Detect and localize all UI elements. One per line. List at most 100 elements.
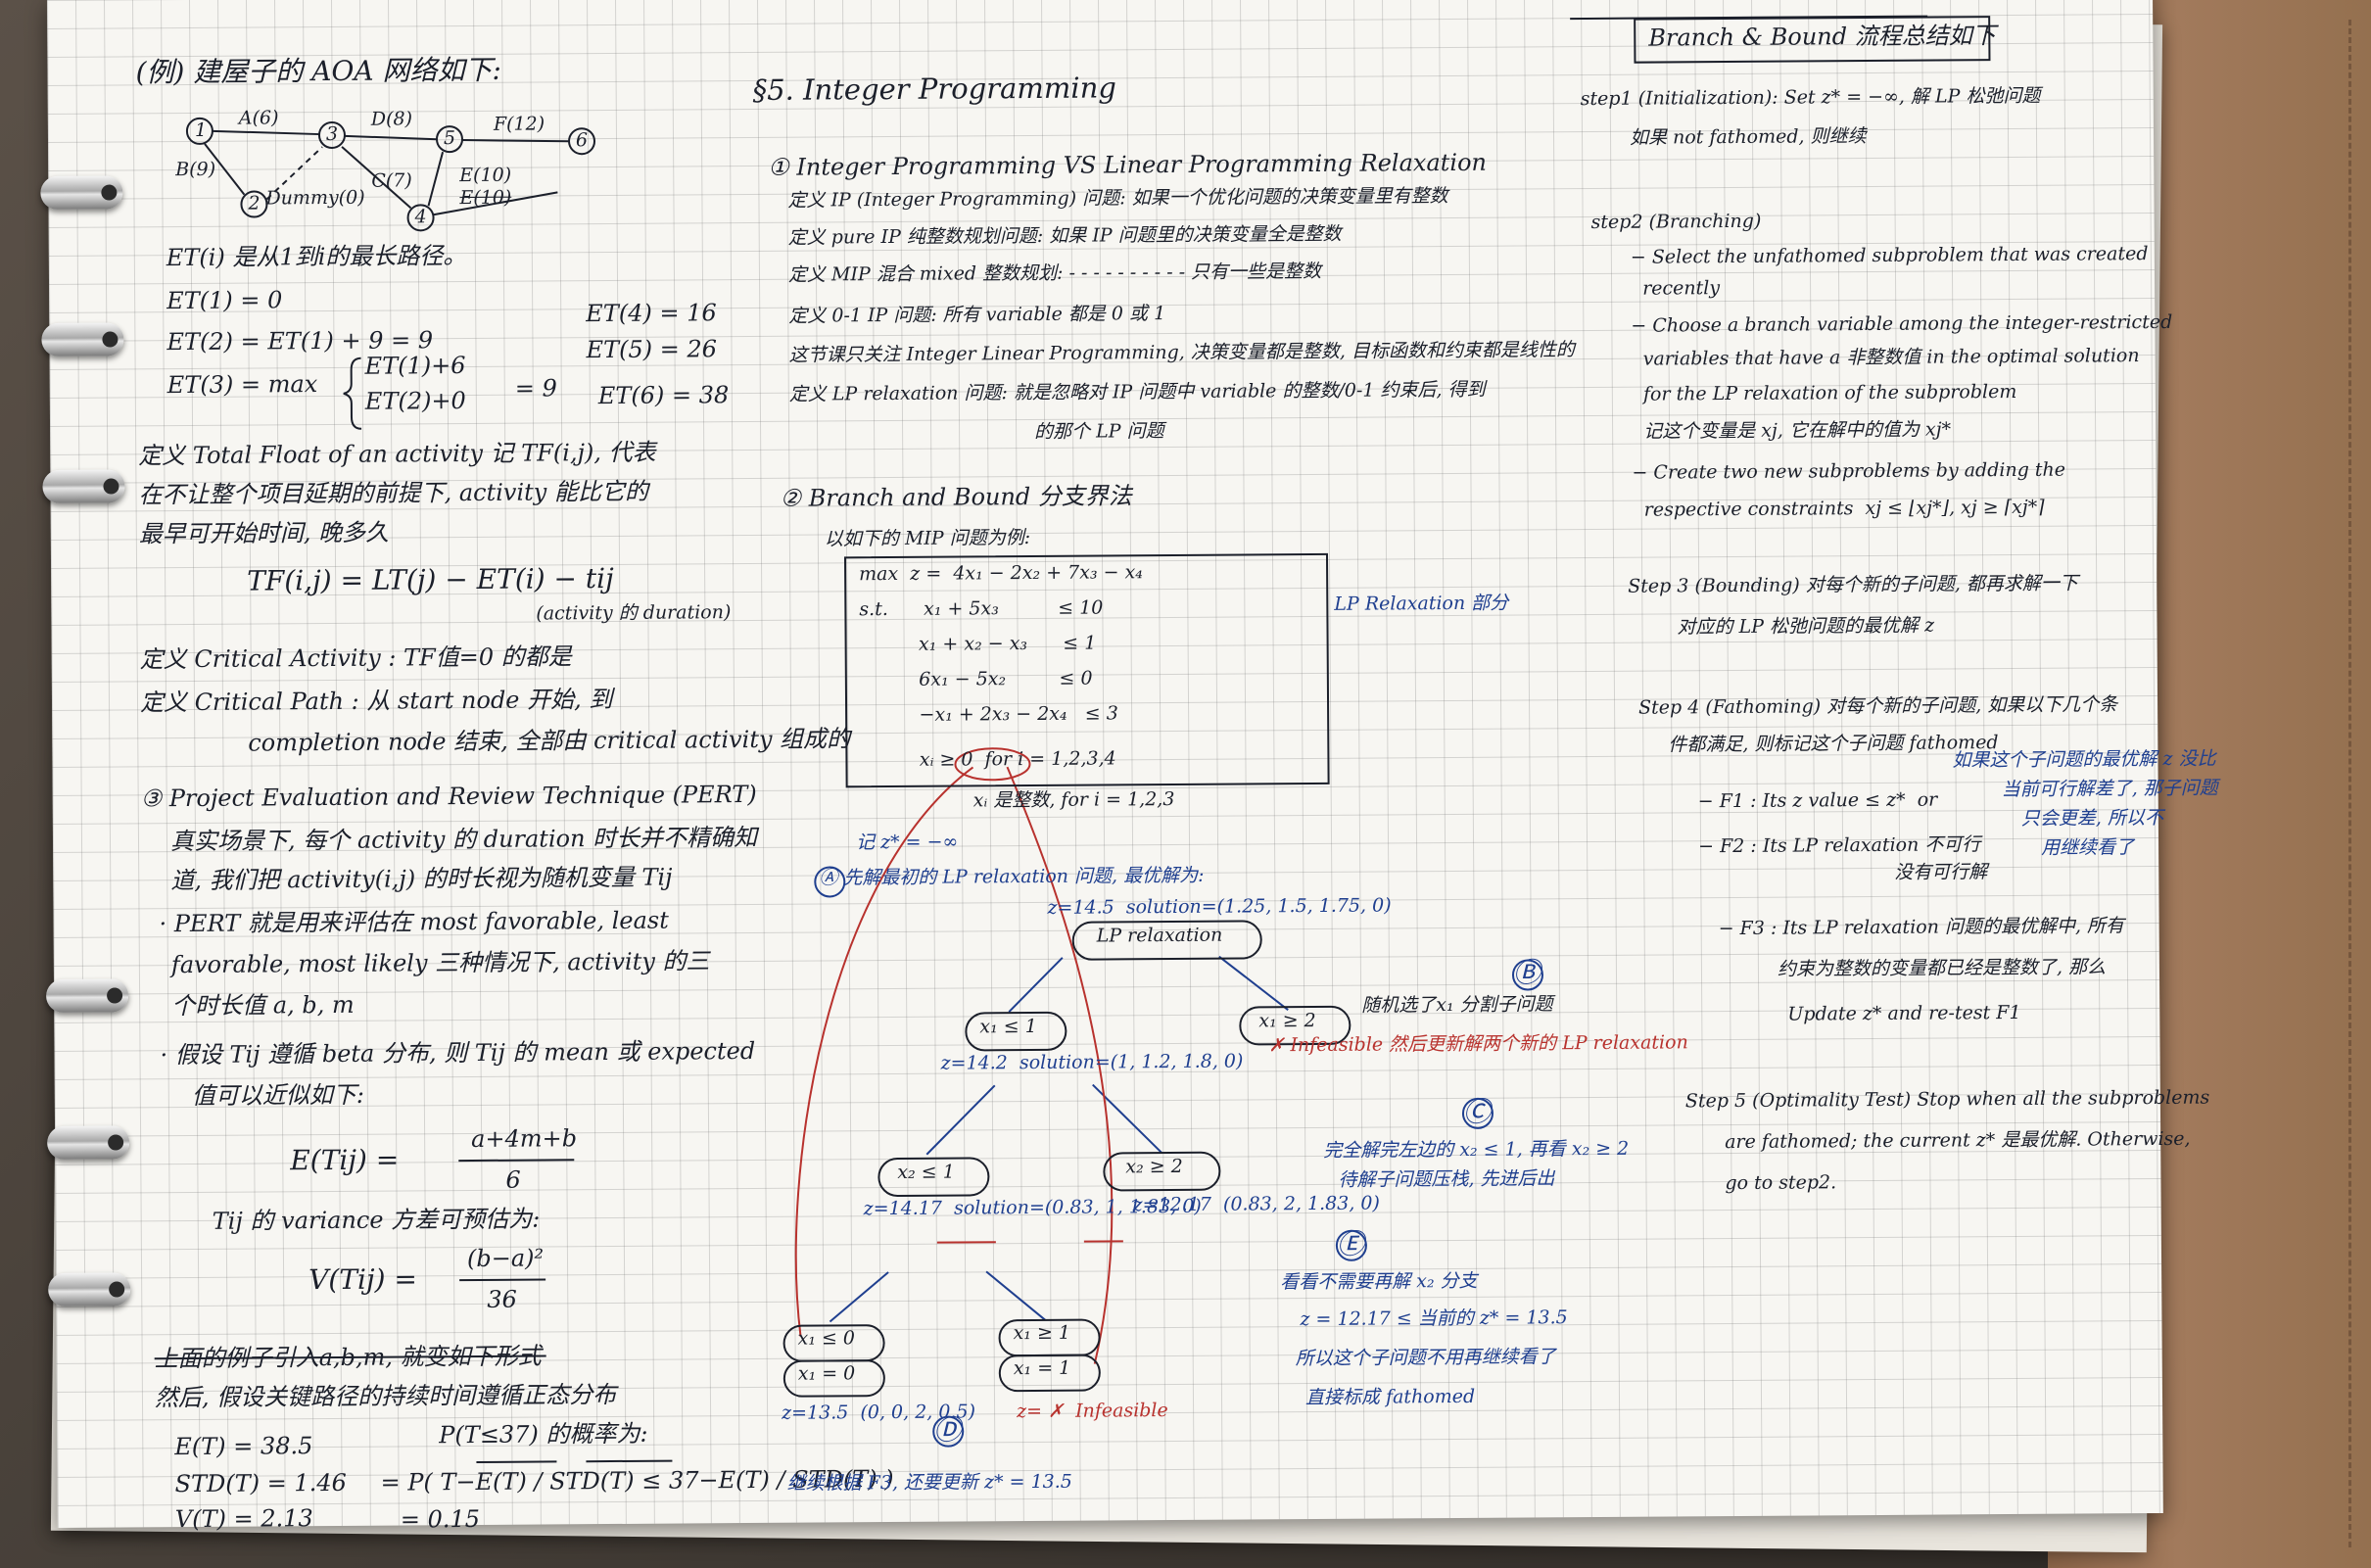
et-6: ET(6) = 38 — [597, 381, 730, 410]
node-6: 6 — [575, 129, 589, 152]
aoa-title: (例) 建屋子的 AOA 网络如下: — [135, 53, 502, 89]
fathom-f3-b: 约束为整数的变量都已经是整数了, 那么 — [1777, 956, 2107, 980]
node-x1-eq-0-label: x₁ = 0 — [797, 1362, 856, 1385]
pert-line-4: favorable, most likely 三种情况下, activity 的… — [170, 947, 710, 979]
fathom-f1-note-2: 当前可行解差了, 那子问题 — [2001, 777, 2218, 801]
binder-ring — [40, 175, 123, 211]
pert-line-7: 值可以近似如下: — [191, 1080, 365, 1110]
integer-constraint: xᵢ 是整数, for i = 1,2,3 — [972, 787, 1175, 812]
marker-b: Ⓑ — [1512, 956, 1541, 989]
note-c-1: 完全解完左边的 x₂ ≤ 1, 再看 x₂ ≥ 2 — [1323, 1137, 1630, 1162]
note-e-3: 所以这个子问题不用再继续看了 — [1295, 1346, 1556, 1370]
pert-line-2: 道, 我们把 activity(i,j) 的时长视为随机变量 Tij — [170, 863, 673, 895]
node-1: 1 — [194, 119, 208, 141]
marker-e: Ⓔ — [1336, 1227, 1365, 1260]
node-x1-le-0-label: x₁ ≤ 0 — [797, 1327, 856, 1350]
et-3-label: ET(3) = max — [166, 370, 318, 400]
pert-line-6: · 假设 Tij 遵循 beta 分布, 则 Tij 的 mean 或 expe… — [160, 1036, 756, 1069]
step4-line-b: 件都满足, 则标记这个子问题 fathomed — [1668, 732, 1999, 756]
binder-ring — [48, 1272, 131, 1307]
note-d: 继续根据 F3, 还要更新 z* = 13.5 — [786, 1470, 1072, 1495]
fathom-f2-note-2: 用继续看了 — [2041, 836, 2135, 859]
step1-line-2: 如果 not fathomed, 则继续 — [1629, 125, 1867, 149]
node-root-label: LP relaxation — [1096, 924, 1223, 947]
tf-line-1: 定义 Total Float of an activity 记 TF(i,j),… — [138, 438, 656, 470]
grid-paper-page: (例) 建屋子的 AOA 网络如下: 1 2 3 4 5 6 A(6) B(9)… — [40, 0, 2218, 1534]
node-x1-ge-label: x₁ ≥ 2 — [1258, 1009, 1316, 1032]
step2-heading: step2 (Branching) — [1590, 210, 1762, 233]
ip-vs-lp-heading: ① Integer Programming VS Linear Programm… — [768, 148, 1488, 181]
node-5: 5 — [443, 127, 456, 150]
step2-line-c: − Choose a branch variable among the int… — [1631, 310, 2173, 337]
variance-formula-numerator: (b−a)² — [466, 1244, 545, 1273]
mean-formula-numerator: a+4m+b — [471, 1124, 578, 1154]
node-2: 2 — [248, 192, 261, 214]
edge-f: F(12) — [493, 113, 545, 135]
note-e-1: 看看不需要再解 x₂ 分支 — [1280, 1269, 1478, 1294]
fathom-f1-note-1: 如果这个子问题的最优解 z 没比 — [1952, 747, 2216, 772]
step5-line-b: are fathomed; the current z* 是最优解. Other… — [1725, 1127, 2191, 1154]
tf-line-2: 在不让整个项目延期的前提下, activity 能比它的 — [138, 477, 649, 509]
variance-formula-denominator: 36 — [487, 1285, 517, 1313]
et-definition: ET(i) 是从1到i的最长路径。 — [166, 242, 467, 272]
binder-stitching — [2348, 20, 2351, 1547]
binder-ring — [45, 978, 129, 1014]
expected-total: E(T) = 38.5 — [174, 1432, 313, 1461]
critical-activity-def: 定义 Critical Activity : TF值=0 的都是 — [139, 642, 572, 674]
fathom-f3-a: − F3 : Its LP relaxation 问题的最优解中, 所有 — [1718, 915, 2125, 940]
mean-formula-denominator: 6 — [505, 1165, 521, 1194]
step2-line-g: − Create two new subproblems by adding t… — [1632, 458, 2066, 484]
step5-line-c: go to step2. — [1725, 1171, 1837, 1195]
struck-line: 上面的例子引入a,b,m, 就变如下形式 — [154, 1342, 542, 1373]
step4-line-a: Step 4 (Fathoming) 对每个新的子问题, 如果以下几个条 — [1638, 693, 2118, 719]
probability-title: P(T≤37) 的概率为: — [439, 1419, 648, 1449]
fathom-f2: − F2 : Its LP relaxation 不可行 — [1697, 833, 1981, 858]
variance-total: V(T) = 2.13 — [174, 1504, 313, 1534]
node-3: 3 — [325, 122, 339, 146]
edge-c: C(7) — [371, 169, 412, 192]
lp-row-nonnegativity: xᵢ ≥ 0 for i = 1,2,3,4 — [860, 747, 1116, 772]
edge-dummy: Dummy(0) — [265, 186, 365, 210]
node-x2-le-label: x₂ ≤ 1 — [897, 1161, 955, 1183]
step5-line-a: Step 5 (Optimality Test) Stop when all t… — [1684, 1086, 2210, 1113]
def-pure-ip: 定义 pure IP 纯整数规划问题: 如果 IP 问题里的决策变量全是整数 — [787, 222, 1342, 249]
et-4: ET(4) = 16 — [586, 299, 717, 328]
def-lp-relaxation: 定义 LP relaxation 问题: 就是忽略对 IP 问题中 variab… — [788, 378, 1486, 405]
z-star-init: 记 z* = −∞ — [855, 831, 959, 854]
normal-assumption: 然后, 假设关键路径的持续时间遵循正态分布 — [154, 1380, 617, 1412]
variance-intro: Tij 的 variance 方差可预估为: — [212, 1205, 541, 1235]
probability-value: = 0.15 — [400, 1504, 481, 1534]
tf-line-3: 最早可开始时间, 晚多久 — [138, 518, 390, 548]
binder-ring — [42, 469, 125, 504]
tf-formula: TF(i,j) = LT(j) − ET(i) − tij — [247, 561, 614, 597]
section-title: §5. Integer Programming — [752, 71, 1116, 107]
std-total: STD(T) = 1.46 — [174, 1468, 347, 1498]
lp-row-constraint-2: x₁ + x₂ − x₃ ≤ 1 — [859, 632, 1097, 656]
infeasible-note: ✗ Infeasible 然后更新解两个新的 LP relaxation — [1268, 1031, 1688, 1057]
node-x1-eq-1-label: x₁ = 1 — [1013, 1356, 1071, 1380]
node-x2-ge-solution: z=12.17 (0.83, 2, 1.83, 0) — [1132, 1192, 1380, 1216]
et-5: ET(5) = 26 — [586, 335, 718, 364]
step2-line-h: respective constraints xj ≤ ⌊xj*⌋, xj ≥ … — [1632, 496, 2045, 521]
step3-line-a: Step 3 (Bounding) 对每个新的子问题, 都再求解一下 — [1628, 572, 2078, 597]
step3-line-b: 对应的 LP 松弛问题的最优解 z — [1677, 614, 1935, 639]
et-1: ET(1) = 0 — [166, 286, 283, 315]
pen-drawings — [154, 15, 1928, 1463]
step1-line-1: step1 (Initialization): Set z* = −∞, 解 L… — [1580, 84, 2041, 111]
pert-title: ③ Project Evaluation and Review Techniqu… — [140, 780, 757, 813]
note-e-4: 直接标成 fathomed — [1304, 1385, 1476, 1409]
branch-note: 随机选了x₁ 分割子问题 — [1361, 993, 1553, 1017]
pert-line-5: 个时长值 a, b, m — [171, 990, 355, 1021]
step2-line-f: 记这个变量是 xj, 它在解中的值为 xj* — [1632, 418, 1952, 443]
def-lp-relaxation-cont: 的那个 LP 问题 — [1034, 420, 1164, 443]
note-c-2: 待解子问题压栈, 先进后出 — [1338, 1167, 1555, 1191]
def-ip: 定义 IP (Integer Programming) 问题: 如果一个优化问题… — [787, 185, 1448, 212]
fathom-f2-note: 没有可行解 — [1894, 861, 1988, 883]
fathom-f1: − F1 : Its z value ≤ z* or — [1697, 788, 1938, 813]
edge-b: B(9) — [175, 158, 216, 181]
lp-row-constraint-1: s.t. x₁ + 5x₃ ≤ 10 — [859, 596, 1104, 621]
lp-row-objective: max z = 4x₁ − 2x₂ + 7x₃ − x₄ — [859, 561, 1143, 586]
variance-formula-lhs: V(Tij) = — [308, 1262, 417, 1297]
node-4: 4 — [414, 206, 427, 228]
binder-ring — [47, 1125, 130, 1161]
